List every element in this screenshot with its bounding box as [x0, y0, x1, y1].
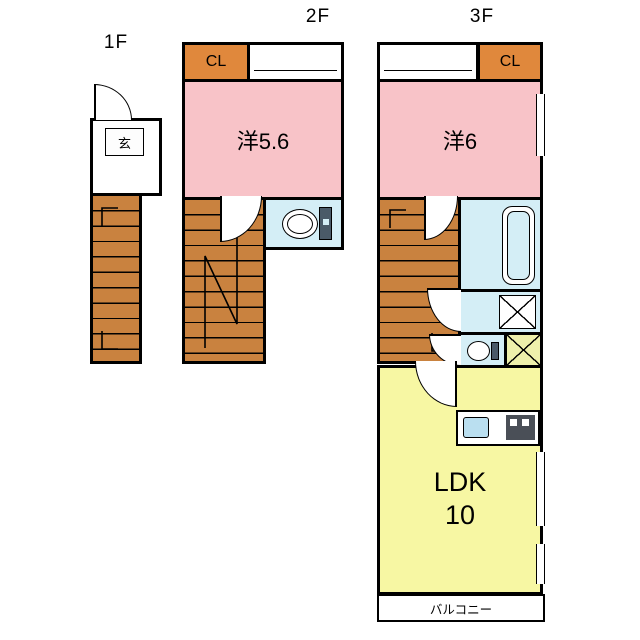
sink-icon: [463, 417, 489, 438]
genkan-room: 玄: [90, 118, 162, 196]
burner-icon: [522, 419, 529, 426]
closet-2f-label: CL: [205, 53, 227, 70]
storage-2f: [247, 42, 344, 82]
toilet-bowl-icon: [282, 209, 318, 239]
stairs-3f: [377, 197, 461, 364]
stove-icon: [506, 415, 535, 440]
floor2-label: 2F: [305, 6, 331, 27]
toilet-bowl-icon: [467, 341, 490, 361]
closet-3f: CL: [477, 42, 543, 82]
stair-direction-icon: [101, 207, 118, 350]
genkan-label: 玄: [117, 135, 131, 151]
kitchen-counter: [456, 410, 540, 446]
stairs-1f: [90, 193, 142, 364]
balcony-label: バルコニー: [429, 602, 493, 617]
closet-door-line: [254, 70, 337, 72]
balcony: バルコニー: [377, 594, 545, 622]
window-icon: [536, 452, 545, 526]
toilet-tank-icon: [491, 342, 499, 360]
ldk-room: LDK 10: [377, 365, 543, 595]
bedroom-2f: 洋5.6: [182, 79, 344, 200]
bedroom-2f-label: 洋5.6: [236, 128, 290, 154]
toilet-room-2f: [263, 197, 344, 250]
bedroom-3f-label: 洋6: [442, 128, 478, 154]
entrance-door-arc-icon: [94, 84, 132, 120]
window-icon: [536, 544, 545, 584]
floor1-label: 1F: [103, 32, 129, 53]
closet-3f-label: CL: [499, 53, 521, 70]
storage-3f: [377, 42, 479, 82]
storage-hatch-icon: [504, 332, 543, 368]
toilet-room-3f: [458, 332, 507, 368]
bathroom: [458, 197, 543, 292]
floor3-label: 3F: [469, 6, 495, 27]
toilet-tank-icon: [319, 207, 332, 240]
burner-icon: [510, 419, 517, 426]
ldk-label-line2: 10: [444, 500, 476, 530]
closet-2f: CL: [182, 42, 250, 82]
toilet-bowl-inner: [287, 214, 313, 234]
window-icon: [536, 94, 545, 156]
washer-pan-icon: [499, 295, 536, 329]
bathtub-inner: [507, 211, 530, 280]
toilet-flush-icon: [322, 219, 329, 225]
closet-door-line: [384, 70, 472, 72]
bathtub-icon: [502, 206, 535, 285]
ldk-label: LDK 10: [380, 466, 540, 532]
bedroom-3f: 洋6: [377, 79, 543, 200]
ldk-label-line1: LDK: [433, 467, 487, 497]
genkan-label-box: 玄: [105, 128, 144, 156]
washroom: [458, 289, 543, 335]
